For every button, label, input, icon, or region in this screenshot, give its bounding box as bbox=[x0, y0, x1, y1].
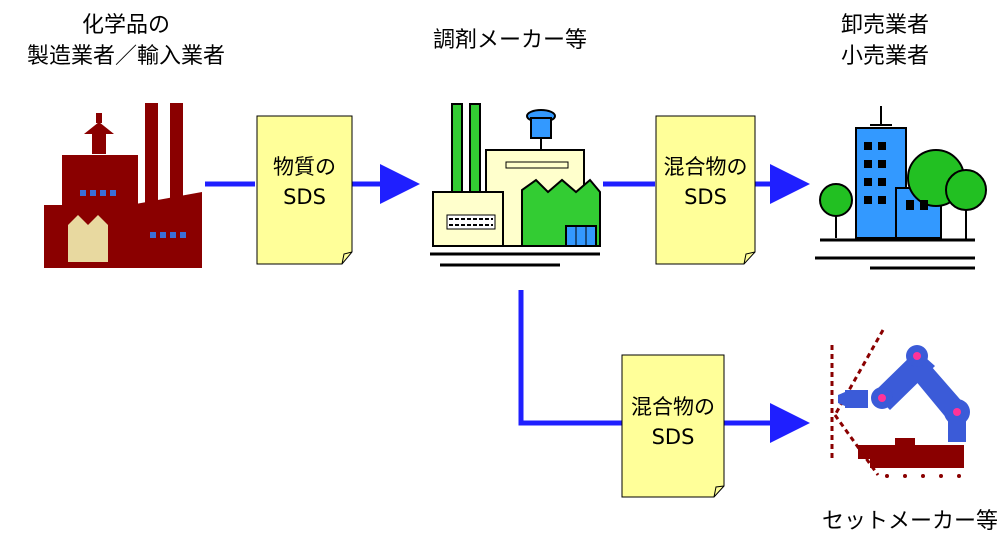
sds-document-3 bbox=[621, 354, 725, 498]
industrial-robot-icon bbox=[830, 329, 970, 478]
sds-document-1-line2: SDS bbox=[283, 185, 326, 209]
chem-manufacturer-label-line1: 化学品の bbox=[81, 13, 170, 38]
wholesaler-label: 卸売業者 小売業者 bbox=[830, 10, 940, 72]
sds-document-3-line1: 混合物の bbox=[631, 395, 715, 419]
sds-document-3-line2: SDS bbox=[651, 425, 695, 449]
chem-manufacturer-label: 化学品の 製造業者／輸入業者 bbox=[2, 10, 250, 72]
wholesaler-label-line2: 小売業者 bbox=[840, 44, 929, 69]
sds-document-3-text: 混合物の SDS bbox=[622, 392, 724, 452]
sds-document-1-text: 物質の SDS bbox=[257, 152, 352, 212]
set-maker-label-text: セットメーカー等 bbox=[822, 509, 997, 534]
wholesaler-label-line1: 卸売業者 bbox=[840, 13, 929, 38]
formulation-plant-icon bbox=[430, 103, 601, 267]
sds-document-1-line1: 物質の bbox=[273, 155, 336, 179]
chem-manufacturer-label-line2: 製造業者／輸入業者 bbox=[26, 44, 225, 69]
arrow-formulator-down-to-doc3 bbox=[518, 290, 622, 426]
sds-document-2-line1: 混合物の bbox=[663, 155, 748, 179]
sds-document-2 bbox=[655, 115, 756, 265]
chemical-factory-icon bbox=[44, 103, 202, 268]
sds-document-2-line2: SDS bbox=[684, 185, 727, 209]
formulator-label-text: 調剤メーカー等 bbox=[432, 28, 587, 53]
store-building-icon bbox=[815, 106, 987, 270]
set-maker-label: セットメーカー等 bbox=[822, 506, 997, 537]
formulator-label: 調剤メーカー等 bbox=[410, 25, 610, 56]
sds-document-2-text: 混合物の SDS bbox=[656, 152, 755, 212]
sds-document-1 bbox=[256, 115, 353, 265]
flow-arrows bbox=[205, 164, 810, 443]
